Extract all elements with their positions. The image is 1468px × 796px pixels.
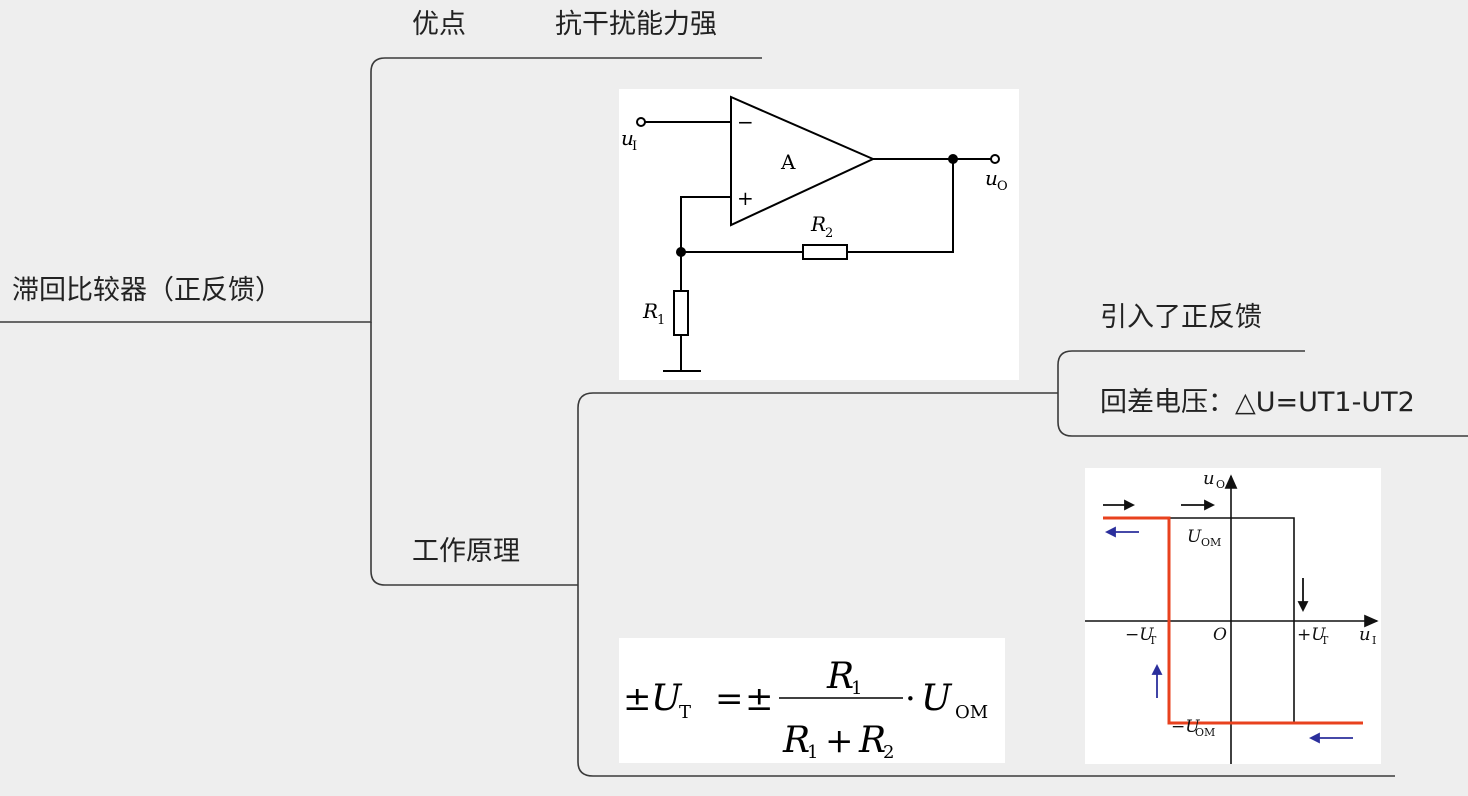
r1-label: R: [642, 299, 658, 323]
sub-item-hysteresis-voltage[interactable]: 回差电压：△U=UT1-UT2: [1100, 387, 1415, 418]
circuit-diagram: − + A u I u O R 2 R 1: [619, 89, 1019, 380]
output-sub: O: [997, 179, 1008, 194]
formula-den-plus: +: [825, 721, 854, 761]
r1-sub: 1: [657, 313, 665, 328]
formula-den-b-sub: 2: [883, 742, 894, 763]
formula-uom: U: [921, 678, 953, 719]
x-axis-sub: I: [1372, 634, 1376, 647]
r2-resistor: [802, 244, 848, 260]
r2-label: R: [810, 212, 826, 236]
r2-sub: 2: [825, 226, 833, 241]
formula-dot: ·: [905, 679, 916, 719]
formula-den-a-sub: 1: [807, 742, 818, 763]
branch-advantage[interactable]: 优点: [412, 9, 466, 40]
uom-neg: −U: [1171, 717, 1200, 737]
formula-pm-right: ±: [745, 679, 774, 719]
connector-sub-2: [1057, 393, 1468, 437]
amp-label: A: [780, 150, 796, 174]
opamp-symbol: [730, 95, 876, 227]
advantage-value[interactable]: 抗干扰能力强: [555, 9, 717, 40]
origin-label: O: [1213, 625, 1227, 645]
y-axis-label: u: [1203, 468, 1215, 489]
uom-pos: U: [1187, 527, 1202, 547]
y-axis-sub: O: [1216, 478, 1225, 491]
hysteresis-curve: u O u I O U OM −U OM −U T +U T: [1085, 468, 1381, 764]
formula-uom-sub: OM: [955, 702, 988, 723]
r1-resistor: [673, 290, 689, 336]
formula-u: U: [651, 678, 683, 719]
input-terminal: [636, 117, 646, 127]
uom-pos-sub: OM: [1201, 536, 1221, 549]
connector-principle-bottom: [577, 585, 1395, 777]
connector-principle: [370, 322, 578, 586]
root-node[interactable]: 滞回比较器（正反馈）: [12, 275, 282, 306]
formula-den-b: R: [858, 720, 886, 761]
output-terminal: [990, 154, 1000, 164]
sub-item-positive-feedback[interactable]: 引入了正反馈: [1100, 302, 1262, 333]
connector-advantage: [368, 57, 762, 323]
formula-den-a: R: [782, 720, 810, 761]
formula-pm-left: ±: [623, 679, 652, 719]
branch-principle[interactable]: 工作原理: [412, 536, 520, 567]
input-label: u: [621, 126, 634, 150]
ut-neg: −U: [1125, 625, 1154, 645]
input-sub: I: [632, 139, 637, 154]
threshold-formula: ± U T = ± R 1 R 1 + R 2 · U OM: [619, 638, 1005, 763]
formula-num: R: [826, 656, 854, 697]
formula-eq: =: [715, 679, 744, 719]
output-label: u: [985, 166, 998, 190]
connector-principle-top: [577, 392, 1058, 585]
connector-sub-1: [1057, 350, 1305, 393]
minus-sign: −: [737, 110, 754, 134]
ut-neg-sub: T: [1149, 634, 1157, 647]
formula-u-sub: T: [679, 702, 691, 723]
x-axis-label: u: [1359, 624, 1371, 645]
formula-num-sub: 1: [851, 678, 862, 699]
loop-highlight: [1103, 516, 1363, 725]
ut-pos-sub: T: [1321, 634, 1329, 647]
uom-neg-sub: OM: [1195, 726, 1215, 739]
ut-pos: +U: [1297, 625, 1326, 645]
plus-sign: +: [737, 186, 754, 210]
